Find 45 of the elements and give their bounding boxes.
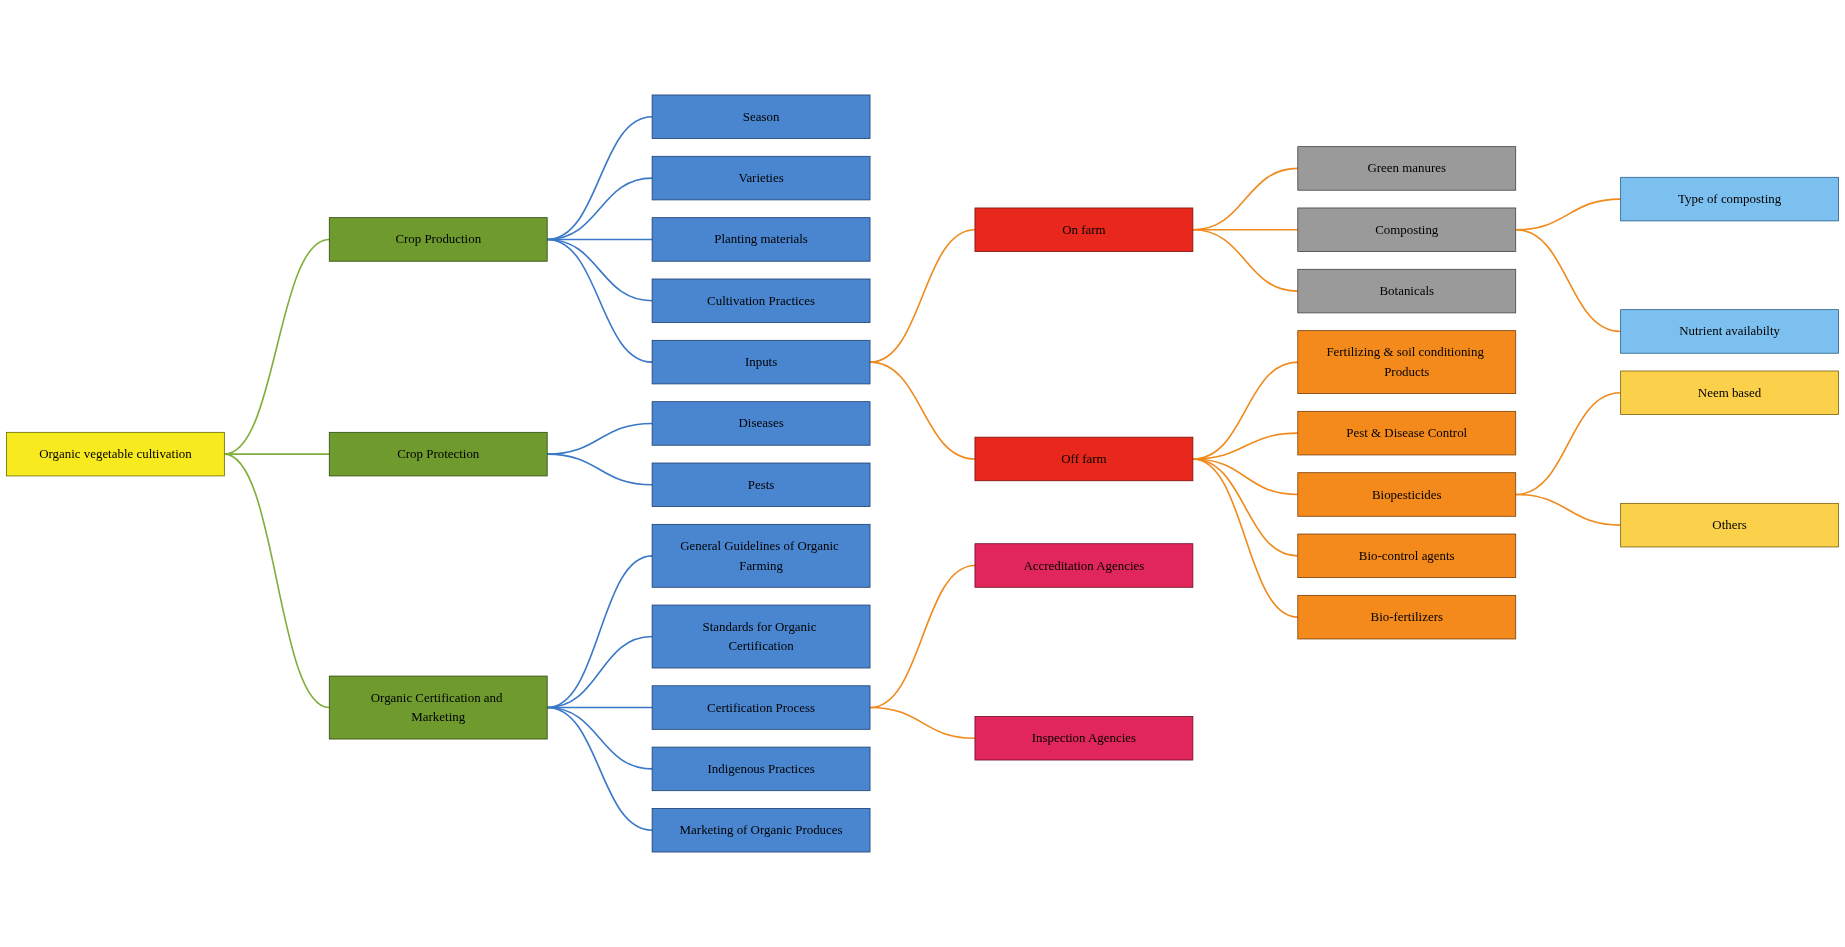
node-box: Cultivation Practices xyxy=(651,278,871,323)
node-box: Pests xyxy=(651,462,871,507)
node-box: Fertilizing & soil conditioning Products xyxy=(1297,330,1517,394)
node-box: Accreditation Agencies xyxy=(974,543,1194,588)
node-box: Bio-fertilizers xyxy=(1297,594,1517,640)
node-box: Varieties xyxy=(651,155,871,201)
node-box: Botanicals xyxy=(1297,268,1517,314)
node-box: Nutrient availabilty xyxy=(1620,309,1839,354)
connector xyxy=(546,706,653,832)
node-box: General Guidelines of Organic Farming xyxy=(651,523,871,588)
node-box: Off farm xyxy=(974,436,1194,482)
connector xyxy=(1192,228,1299,292)
node-box: Planting materials xyxy=(651,217,871,262)
connector xyxy=(546,177,653,241)
node-box: Bio-control agents xyxy=(1297,533,1517,578)
node-box: On farm xyxy=(974,207,1194,252)
node-box: Others xyxy=(1620,502,1839,548)
node-box: Crop Production xyxy=(328,217,548,262)
node-box: Organic Certification and Marketing xyxy=(328,675,548,740)
connector xyxy=(1192,458,1299,618)
node-box: Standards for Organic Certification xyxy=(651,604,871,669)
node-box: Organic vegetable cultivation xyxy=(6,431,225,477)
connector xyxy=(546,115,653,241)
node-box: Indigenous Practices xyxy=(651,746,871,792)
node-box: Pest & Disease Control xyxy=(1297,410,1517,456)
connector xyxy=(869,361,976,460)
connector xyxy=(869,706,976,740)
connector xyxy=(223,238,331,455)
node-box: Neem based xyxy=(1620,370,1839,415)
node-box: Crop Protection xyxy=(328,431,548,477)
connector xyxy=(546,238,653,363)
node-box: Inputs xyxy=(651,339,871,385)
connector xyxy=(223,453,331,709)
node-box: Season xyxy=(651,94,871,139)
node-box: Composting xyxy=(1297,207,1517,252)
node-box: Marketing of Organic Produces xyxy=(651,808,871,853)
connector xyxy=(546,453,653,486)
node-box: Green manures xyxy=(1297,146,1517,191)
node-box: Biopesticides xyxy=(1297,472,1517,517)
node-box: Inspection Agencies xyxy=(974,716,1194,761)
node-box: Certification Process xyxy=(651,685,871,730)
node-box: Type of composting xyxy=(1620,176,1839,222)
node-box: Diseases xyxy=(651,401,871,446)
connector xyxy=(1514,493,1622,526)
connector xyxy=(1514,228,1622,333)
